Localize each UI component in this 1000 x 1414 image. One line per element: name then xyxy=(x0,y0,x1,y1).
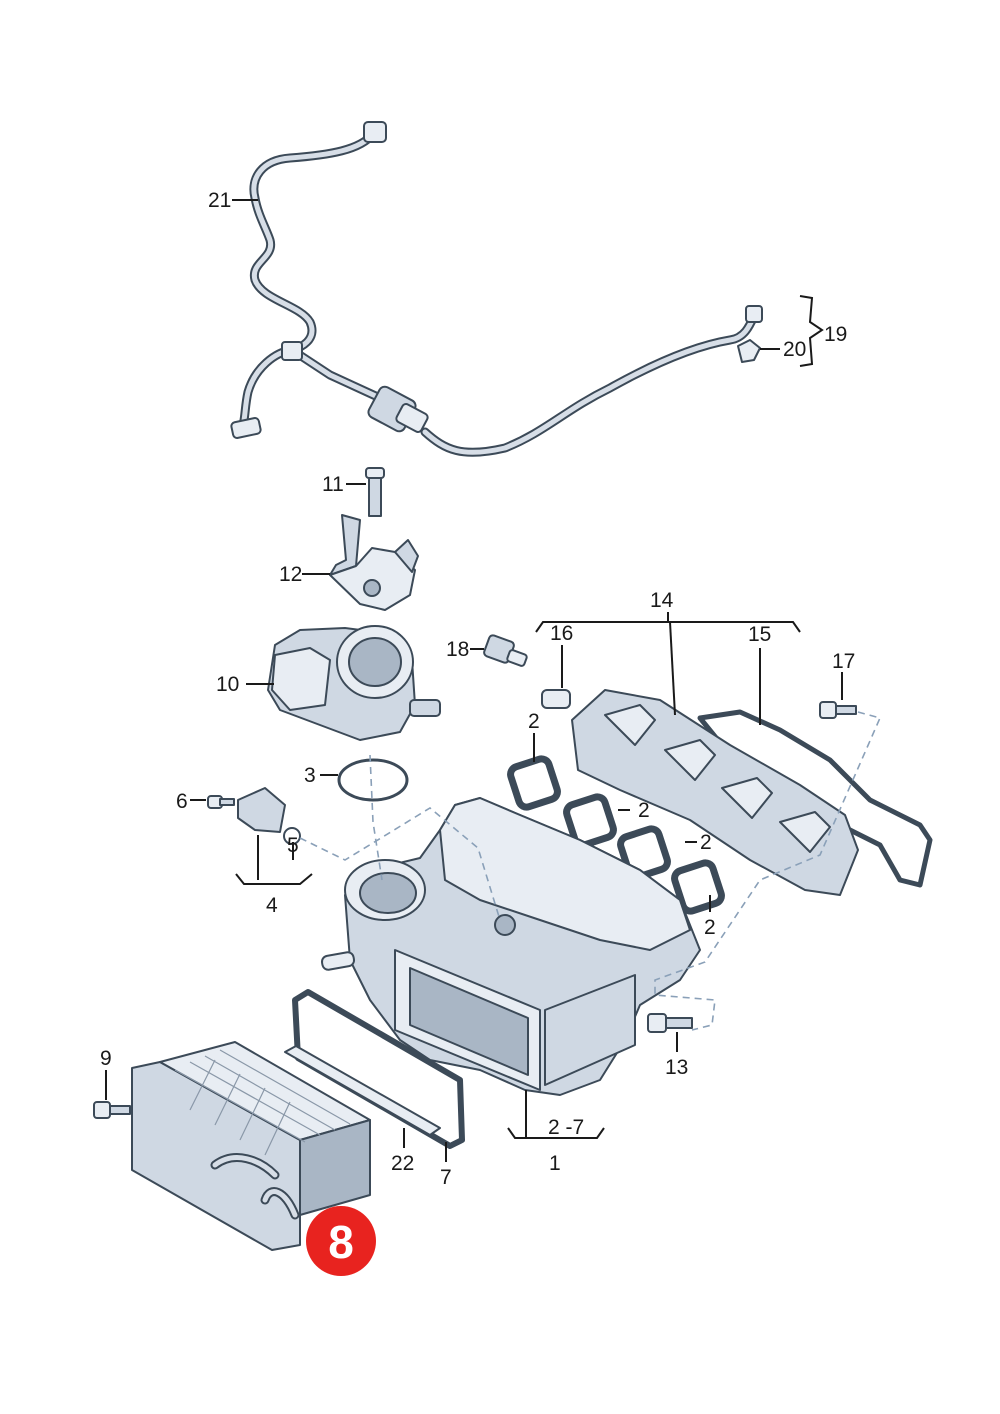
sensor-16 xyxy=(541,689,571,709)
label-2-fourth: 2 xyxy=(704,916,716,939)
label-10: 10 xyxy=(216,673,239,696)
intake-manifold-1 xyxy=(320,797,701,1096)
badge-number: 8 xyxy=(328,1216,354,1268)
bracket-12 xyxy=(329,514,419,611)
label-9: 9 xyxy=(100,1047,112,1070)
sensor-18 xyxy=(483,634,528,667)
sensor-4-assembly xyxy=(207,787,301,845)
label-22: 22 xyxy=(391,1152,414,1175)
label-15: 15 xyxy=(748,623,771,646)
label-6: 6 xyxy=(176,790,188,813)
label-12: 12 xyxy=(279,563,302,586)
bolt-17 xyxy=(819,701,857,719)
label-3: 3 xyxy=(304,764,316,787)
manifold-flange-14 xyxy=(571,689,859,896)
label-13: 13 xyxy=(665,1056,688,1079)
bolt-11 xyxy=(365,467,385,517)
bolt-9 xyxy=(93,1101,131,1119)
part-labels: 21 19 20 11 12 14 16 15 18 10 17 2 3 6 2… xyxy=(100,189,855,1189)
leader-lines xyxy=(105,199,843,1162)
label-19: 19 xyxy=(824,323,847,346)
highlight-badge-8: 8 xyxy=(306,1206,376,1276)
badge-circle xyxy=(306,1206,376,1276)
charge-air-cooler-8 xyxy=(131,1041,371,1251)
label-2-to-7: 2 -7 xyxy=(548,1116,584,1139)
label-2-third: 2 xyxy=(700,831,712,854)
seal-22 xyxy=(284,1045,441,1136)
label-20: 20 xyxy=(783,338,806,361)
label-2-top: 2 xyxy=(528,710,540,733)
throttle-body-10 xyxy=(267,625,441,741)
port-gaskets-2 xyxy=(507,755,725,915)
dashed-assignment-lines xyxy=(299,711,882,1031)
o-ring-3 xyxy=(337,758,409,802)
label-2-second: 2 xyxy=(638,799,650,822)
vacuum-hose-assembly xyxy=(230,121,763,457)
label-16: 16 xyxy=(550,622,573,645)
label-7: 7 xyxy=(440,1166,452,1189)
label-17: 17 xyxy=(832,650,855,673)
label-4: 4 xyxy=(266,894,278,917)
label-18: 18 xyxy=(446,638,469,661)
bolt-13 xyxy=(647,1013,693,1033)
label-5: 5 xyxy=(287,834,299,857)
label-14: 14 xyxy=(650,589,674,612)
label-21: 21 xyxy=(208,189,231,212)
label-1: 1 xyxy=(549,1152,561,1175)
label-11: 11 xyxy=(322,473,344,496)
